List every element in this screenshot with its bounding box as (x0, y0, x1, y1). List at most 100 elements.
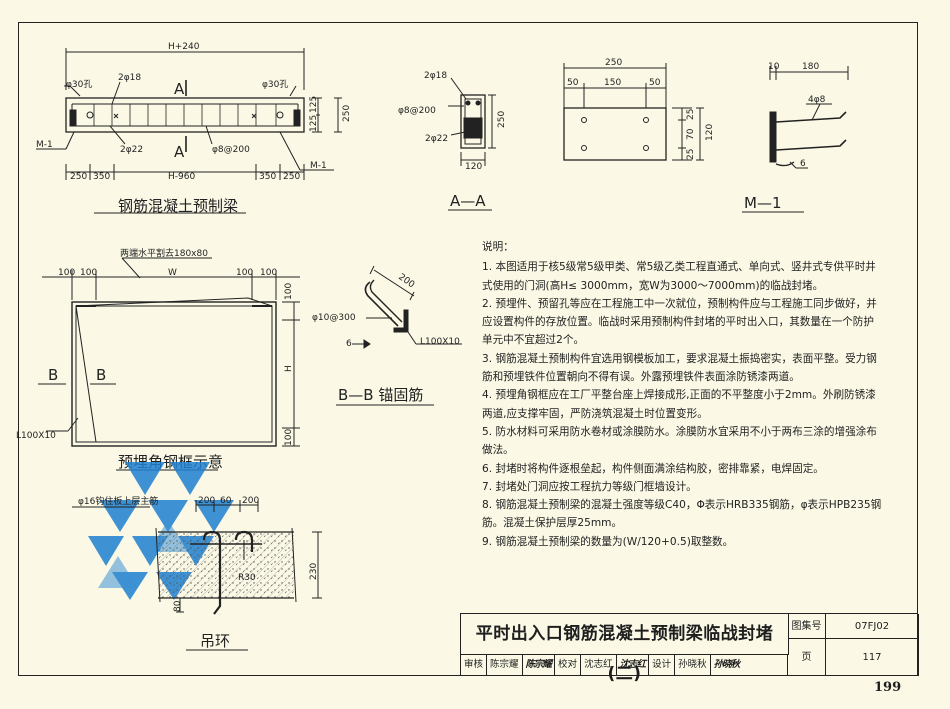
m1-weld: 6 (800, 159, 806, 169)
frame-note: 两端水平割去180x80 (120, 247, 208, 259)
note-item: 6. 封堵时将构件逐根垒起，构件侧面满涂结构胶，密排靠紧，电焊固定。 (482, 462, 824, 475)
frame-dH: H (284, 365, 294, 372)
anchor-rebar: φ10@300 (312, 313, 356, 323)
checker-name: 沈志红 (581, 654, 617, 676)
drawing-frame (18, 22, 918, 676)
m1-w-50a: 50 (567, 78, 579, 88)
note-item: 2. 预埋件、预留孔等应在工程施工中一次就位，预制构件应与工程施工同步做好，并应… (482, 297, 877, 347)
note-item: 5. 防水材料可采用防水卷材或涂膜防水。涂膜防水宜采用不小于两布三涂的增强涂布做… (482, 425, 877, 457)
m1-side (742, 66, 849, 213)
sheet-page-number: 199 (874, 680, 902, 695)
beam-side-250: 250 (342, 105, 352, 122)
title-block: 平时出入口钢筋混凝土预制梁临战封堵(二) 图集号 07FJ02 页 117 审核… (460, 613, 919, 684)
reviewer-name: 陈宗耀 (487, 654, 523, 676)
frame-angle: L100X10 (16, 431, 56, 441)
beam-section-mark-bottom: A (174, 143, 185, 161)
frame-d100e: 100 (284, 283, 294, 300)
aa-top-rebar: 2φ18 (424, 71, 447, 81)
designer-signature: 孙晓秋 (713, 659, 741, 670)
beam-top-rebar: 2φ18 (118, 73, 141, 83)
design-notes: 说明： 1. 本图适用于核5级常5级甲类、常5级乙类工程直通式、单向式、竖井式专… (482, 238, 882, 551)
beam-stirrup: φ8@200 (212, 145, 250, 155)
beam-side-125a: 125 (309, 96, 319, 113)
beam-elevation (36, 48, 342, 214)
m1-h-25a: 25 (686, 109, 696, 120)
anchor-len: 200 (396, 272, 416, 290)
frame-d100a: 100 (58, 268, 75, 278)
frame-d100c: 100 (236, 268, 253, 278)
beam-m1-left: M-1 (36, 140, 53, 150)
beam-caption: 钢筋混凝土预制梁 (118, 197, 238, 215)
beam-dim-mid: H-960 (168, 172, 195, 182)
frame-b-right: B (96, 366, 106, 384)
drawing-title: 平时出入口钢筋混凝土预制梁临战封堵(二) (461, 614, 789, 684)
ring-d60: 60 (220, 496, 232, 506)
m1-plate (563, 63, 704, 161)
m1-w-50b: 50 (649, 78, 661, 88)
angle-frame (38, 257, 300, 471)
m1-w-total: 250 (605, 58, 622, 68)
frame-d100b: 100 (80, 268, 97, 278)
ring-d80: 80 (173, 600, 183, 612)
ring-note: φ16钩住板上层主筋 (78, 495, 158, 507)
beam-dim-350a: 350 (93, 172, 110, 182)
notes-title: 说明： (482, 241, 514, 253)
beam-dim-250a: 250 (70, 172, 87, 182)
section-aa (448, 77, 496, 211)
signature-row: 审核 陈宗耀 陈宗耀 校对 沈志红 沈志红 设计 孙晓秋 孙晓秋 (461, 654, 788, 676)
note-item: 8. 钢筋混凝土预制梁的混凝土强度等级C40，Φ表示HRB335钢筋，φ表示HP… (482, 499, 882, 530)
anchor-bb (336, 265, 462, 406)
designer-name: 孙晓秋 (675, 654, 711, 676)
check-label: 校对 (555, 654, 582, 676)
frame-b-left: B (48, 366, 58, 384)
page-number: 117 (826, 639, 919, 676)
m1-side-180: 180 (802, 62, 819, 72)
beam-hole-left: φ30孔 (66, 79, 92, 90)
m1-h-70: 70 (686, 128, 696, 140)
beam-dim-250b: 250 (283, 172, 300, 182)
beam-side-125b: 125 (309, 115, 319, 132)
aa-width: 120 (465, 162, 482, 172)
checker-signature: 沈志红 (617, 654, 650, 676)
m1-w-150: 150 (604, 78, 621, 88)
ring-caption: 吊环 (200, 632, 230, 650)
ring-d200a: 200 (198, 496, 215, 506)
note-item: 7. 封堵处门洞应按工程抗力等级门框墙设计。 (482, 480, 697, 493)
ring-d230: 230 (309, 563, 319, 580)
note-item: 3. 钢筋混凝土预制构件宜选用钢模板加工，要求混凝土振捣密实，表面平整。受力钢筋… (482, 352, 877, 384)
atlas-label: 图集号 (788, 614, 826, 639)
beam-hole-right: φ30孔 (262, 79, 288, 90)
design-label: 设计 (649, 654, 676, 676)
aa-bot-rebar: 2φ22 (425, 134, 448, 144)
frame-dW: W (168, 268, 177, 278)
note-item: 1. 本图适用于核5级常5级甲类、常5级乙类工程直通式、单向式、竖井式专供平时井… (482, 261, 876, 292)
anchor-weld: 6 (346, 339, 352, 349)
ring-r30: R30 (238, 573, 256, 583)
anchor-caption: B—B 锚固筋 (338, 386, 423, 404)
reviewer-signature: 陈宗耀 (523, 654, 556, 676)
m1-side-10: 10 (768, 62, 780, 72)
beam-dim-top: H+240 (168, 42, 200, 52)
beam-dim-350b: 350 (259, 172, 276, 182)
anchor-angle: L100X10 (420, 337, 460, 347)
frame-d100d: 100 (260, 268, 277, 278)
m1-h-120: 120 (705, 124, 715, 141)
aa-height: 250 (497, 111, 507, 128)
beam-m1-right: M-1 (310, 161, 327, 171)
review-label: 审核 (461, 654, 488, 676)
note-item: 4. 预埋角钢框应在工厂平整台座上焊接成形,正面的不平整度小于2mm。外刷防锈漆… (482, 389, 876, 420)
m1-h-25b: 25 (686, 149, 696, 160)
atlas-number: 07FJ02 (826, 614, 919, 639)
m1-side-rebar: 4φ8 (808, 95, 826, 105)
note-item: 9. 钢筋混凝土预制梁的数量为(W/120+0.5)取整数。 (482, 535, 734, 548)
beam-bot-rebar: 2φ22 (120, 145, 143, 155)
frame-d100f: 100 (284, 429, 294, 446)
ring-d200b: 200 (242, 496, 259, 506)
beam-section-mark-top: A (174, 80, 185, 98)
aa-caption: A—A (450, 192, 486, 210)
page-label: 页 (788, 639, 826, 676)
aa-stirrup: φ8@200 (398, 106, 436, 116)
m1-caption: M—1 (744, 194, 782, 212)
lifting-ring (72, 500, 322, 651)
